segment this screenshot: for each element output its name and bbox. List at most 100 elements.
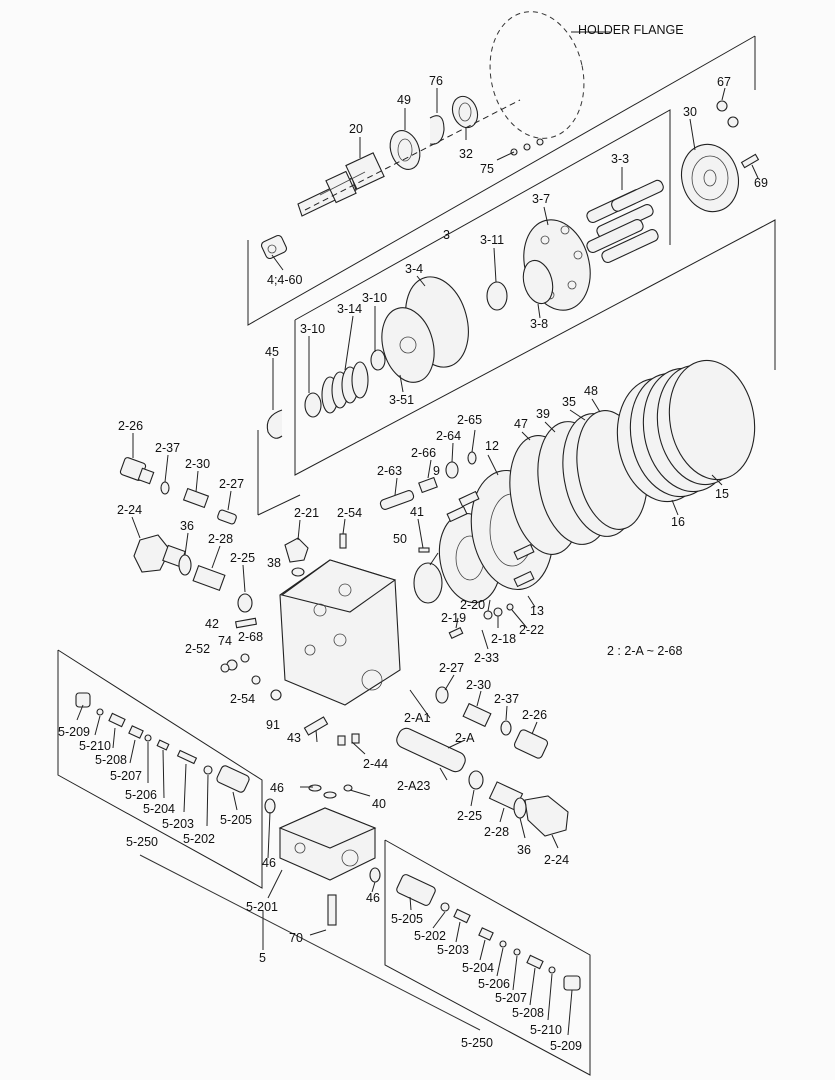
label-2-68: 2-68 bbox=[238, 630, 263, 644]
label-2-64: 2-64 bbox=[436, 429, 461, 443]
label-3-11: 3-11 bbox=[480, 233, 504, 247]
label-2-19: 2-19 bbox=[441, 611, 466, 625]
label-91: 91 bbox=[266, 718, 280, 732]
label-39: 39 bbox=[536, 407, 550, 421]
label-36-right: 36 bbox=[517, 843, 531, 857]
label-30: 30 bbox=[683, 105, 697, 119]
label-3-8: 3-8 bbox=[530, 317, 548, 331]
snap-ring-part-45 bbox=[266, 409, 283, 439]
label-2-30-right: 2-30 bbox=[466, 678, 491, 692]
o-ring-part-46a bbox=[308, 784, 322, 792]
label-16: 16 bbox=[671, 515, 685, 529]
label-15: 15 bbox=[715, 487, 729, 501]
label-2-20: 2-20 bbox=[460, 598, 485, 612]
label-2-27-right: 2-27 bbox=[439, 661, 464, 675]
pistons-part-3-3 bbox=[586, 179, 664, 264]
seat-part-2-25b bbox=[468, 770, 484, 790]
label-2-44: 2-44 bbox=[363, 757, 388, 771]
o-ring-part-46c bbox=[369, 867, 381, 883]
pin-part-2-54b bbox=[339, 533, 347, 549]
group-frame-5-250a bbox=[57, 649, 263, 889]
o-ring-part-38 bbox=[291, 567, 305, 577]
ring-part-3-10a bbox=[304, 392, 322, 418]
label-2-37-right: 2-37 bbox=[494, 692, 519, 706]
part-2-20 bbox=[483, 610, 493, 620]
group-frame-3 bbox=[294, 219, 776, 476]
label-2-66: 2-66 bbox=[411, 446, 436, 460]
ring-part-2-64 bbox=[445, 461, 459, 479]
ring-part-3-10b bbox=[370, 349, 386, 371]
shaft-part-20 bbox=[297, 152, 385, 217]
label-45: 45 bbox=[265, 345, 279, 359]
balls-part-67 bbox=[716, 100, 739, 128]
label-2-27-left: 2-27 bbox=[219, 477, 244, 491]
o-ring-part-36b bbox=[513, 797, 527, 819]
label-5-201: 5-201 bbox=[246, 900, 278, 914]
label-40: 40 bbox=[372, 797, 386, 811]
label-5: 5 bbox=[259, 951, 266, 965]
spring-part-3-14 bbox=[321, 361, 369, 414]
seal-part-32 bbox=[451, 95, 479, 129]
o-ring-part-2-37b bbox=[500, 720, 512, 736]
label-2-52: 2-52 bbox=[185, 642, 210, 656]
label-5-206-left: 5-206 bbox=[125, 788, 157, 802]
plug-part-2-24a bbox=[133, 534, 186, 573]
label-2-25-right: 2-25 bbox=[457, 809, 482, 823]
label-38: 38 bbox=[267, 556, 281, 570]
label-3-7: 3-7 bbox=[532, 192, 550, 206]
relief-valve-left bbox=[75, 692, 250, 793]
bolt-part-70 bbox=[327, 894, 337, 926]
holder-flange-outline bbox=[489, 11, 585, 139]
part-2-18 bbox=[493, 607, 503, 617]
plug-part-2-24b bbox=[524, 795, 569, 837]
group-frame-5-250b bbox=[384, 839, 591, 1076]
pins-part-75 bbox=[510, 138, 544, 156]
label-5-207-right: 5-207 bbox=[495, 991, 527, 1005]
label-2-18: 2-18 bbox=[491, 632, 516, 646]
label-74: 74 bbox=[218, 634, 232, 648]
label-2-28-left: 2-28 bbox=[208, 532, 233, 546]
part-2-22 bbox=[506, 603, 514, 611]
pin-part-42 bbox=[234, 617, 258, 629]
plates-part-15 bbox=[656, 359, 756, 486]
label-32: 32 bbox=[459, 147, 473, 161]
seat-part-2-27b bbox=[435, 686, 449, 704]
label-5-205-left: 5-205 bbox=[220, 813, 252, 827]
plug-part-2-44b bbox=[351, 733, 360, 744]
pin-part-69 bbox=[740, 153, 760, 169]
spool-part-2-A1 bbox=[396, 727, 466, 773]
spring-part-2-30b bbox=[462, 702, 492, 728]
ring-part-3-11 bbox=[486, 281, 508, 311]
spool-part-2-27a bbox=[217, 509, 237, 525]
o-ring-part-46a2 bbox=[323, 791, 337, 799]
label-13: 13 bbox=[530, 604, 544, 618]
plate-part-30 bbox=[681, 143, 739, 213]
label-49: 49 bbox=[397, 93, 411, 107]
o-ring-part-40 bbox=[343, 784, 353, 792]
label-5-250-left: 5-250 bbox=[126, 835, 158, 849]
plug-part-2-52 bbox=[220, 663, 230, 673]
label-2-37-left: 2-37 bbox=[155, 441, 180, 455]
label-20: 20 bbox=[349, 122, 363, 136]
label-5-205-right: 5-205 bbox=[391, 912, 423, 926]
label-75: 75 bbox=[480, 162, 494, 176]
label-3-10-left: 3-10 bbox=[300, 322, 325, 336]
label-5-209-right: 5-209 bbox=[550, 1039, 582, 1053]
label-3: 3 bbox=[443, 228, 450, 242]
label-46-right: 46 bbox=[366, 891, 380, 905]
label-2-26-right: 2-26 bbox=[522, 708, 547, 722]
label-70: 70 bbox=[289, 931, 303, 945]
label-2-21: 2-21 bbox=[294, 506, 319, 520]
snap-ring-part-76 bbox=[429, 115, 445, 145]
retainer-part-3-8 bbox=[522, 259, 554, 305]
label-2-54-top: 2-54 bbox=[337, 506, 362, 520]
group-frame-upper bbox=[247, 35, 756, 326]
label-5-204-left: 5-204 bbox=[143, 802, 175, 816]
label-5-206-right: 5-206 bbox=[478, 977, 510, 991]
label-2-22: 2-22 bbox=[519, 623, 544, 637]
label-12: 12 bbox=[485, 439, 499, 453]
plug-part-2-26a bbox=[119, 457, 155, 485]
label-47: 47 bbox=[514, 417, 528, 431]
part-2-19 bbox=[448, 627, 464, 639]
